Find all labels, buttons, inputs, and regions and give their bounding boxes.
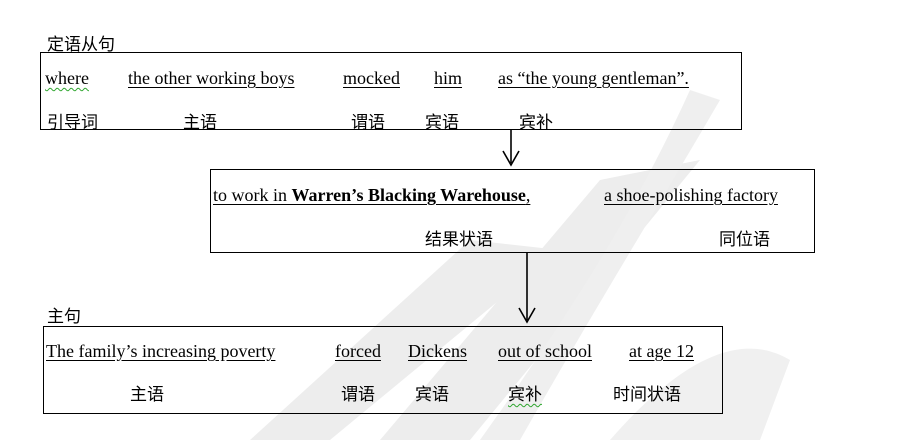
sub-word-verb: mocked — [343, 68, 400, 88]
middle-phrase-box — [210, 169, 815, 253]
sub-word-subject: the other working boys — [128, 68, 295, 88]
sub-word-where: where — [45, 68, 89, 88]
middle-appositive: a shoe-polishing factory — [604, 185, 778, 205]
middle-role-appositive: 同位语 — [719, 230, 770, 250]
main-role-complement: 宾补 — [508, 385, 542, 405]
sub-clause-heading: 定语从句 — [47, 35, 115, 55]
main-word-complement: out of school — [498, 341, 592, 361]
sub-role-object: 宾语 — [425, 113, 459, 133]
middle-result-phrase: to work in Warren’s Blacking Warehouse, — [213, 185, 531, 205]
main-role-subject: 主语 — [130, 385, 164, 405]
main-clause-heading: 主句 — [47, 307, 81, 327]
sub-role-predicate: 谓语 — [351, 113, 385, 133]
sub-role-complement: 宾补 — [519, 113, 553, 133]
sub-word-object: him — [434, 68, 463, 88]
main-word-time: at age 12 — [629, 341, 694, 361]
main-word-subject: The family’s increasing poverty — [46, 341, 276, 361]
main-word-object: Dickens — [408, 341, 467, 361]
main-role-object: 宾语 — [415, 385, 449, 405]
sub-word-complement: as “the young gentleman”. — [498, 68, 689, 88]
sub-role-introducer: 引导词 — [47, 113, 98, 133]
main-word-verb: forced — [335, 341, 381, 361]
main-role-predicate: 谓语 — [341, 385, 375, 405]
main-role-time: 时间状语 — [613, 385, 681, 405]
sub-clause-box — [40, 52, 742, 130]
middle-role-result: 结果状语 — [425, 230, 493, 250]
main-clause-box — [43, 326, 723, 414]
sub-role-subject: 主语 — [183, 113, 217, 133]
